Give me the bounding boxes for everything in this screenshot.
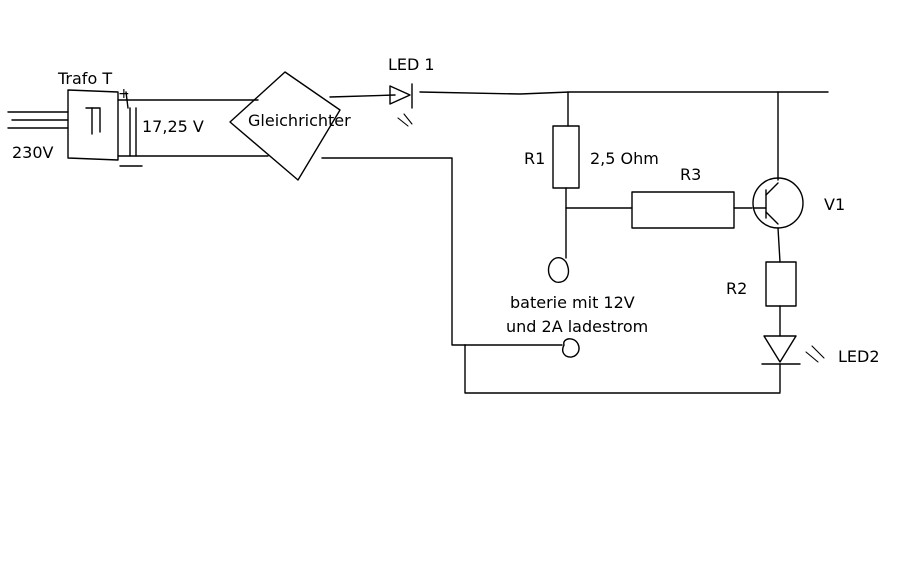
mains-input-wires [7, 111, 69, 129]
r3-label: R3 [680, 165, 701, 184]
r3-symbol [631, 191, 735, 229]
transformer-symbol [67, 89, 119, 161]
mains-voltage-label: 230V [12, 143, 54, 162]
led1-symbol [389, 83, 413, 127]
led1-label: LED 1 [388, 55, 435, 74]
battery-minus-terminal [561, 338, 580, 358]
rectifier-label: Gleichrichter [248, 111, 351, 130]
rectifier-symbol [229, 71, 341, 181]
transformer-voltage-label: 17,25 V [142, 117, 204, 136]
transistor-v1-label: V1 [824, 195, 845, 214]
plus-sign-label: + [118, 86, 130, 102]
battery-plus-terminal [547, 256, 570, 283]
battery-return-wires [464, 344, 781, 394]
transistor-v1-symbol [752, 91, 804, 263]
trafo-label: Trafo T [57, 69, 112, 88]
rectifier-output-wires [321, 91, 829, 346]
led2-label: LED2 [838, 347, 880, 366]
led2-symbol [761, 335, 825, 393]
r1-branch [552, 91, 633, 259]
r1-label: R1 [524, 149, 545, 168]
r2-label: R2 [726, 279, 747, 298]
r1-value-label: 2,5 Ohm [590, 149, 659, 168]
transformer-output-wires [117, 91, 269, 167]
r2-symbol [765, 261, 797, 307]
battery-label-line2: und 2A ladestrom [506, 317, 648, 336]
battery-label-line1: baterie mit 12V [510, 293, 635, 312]
